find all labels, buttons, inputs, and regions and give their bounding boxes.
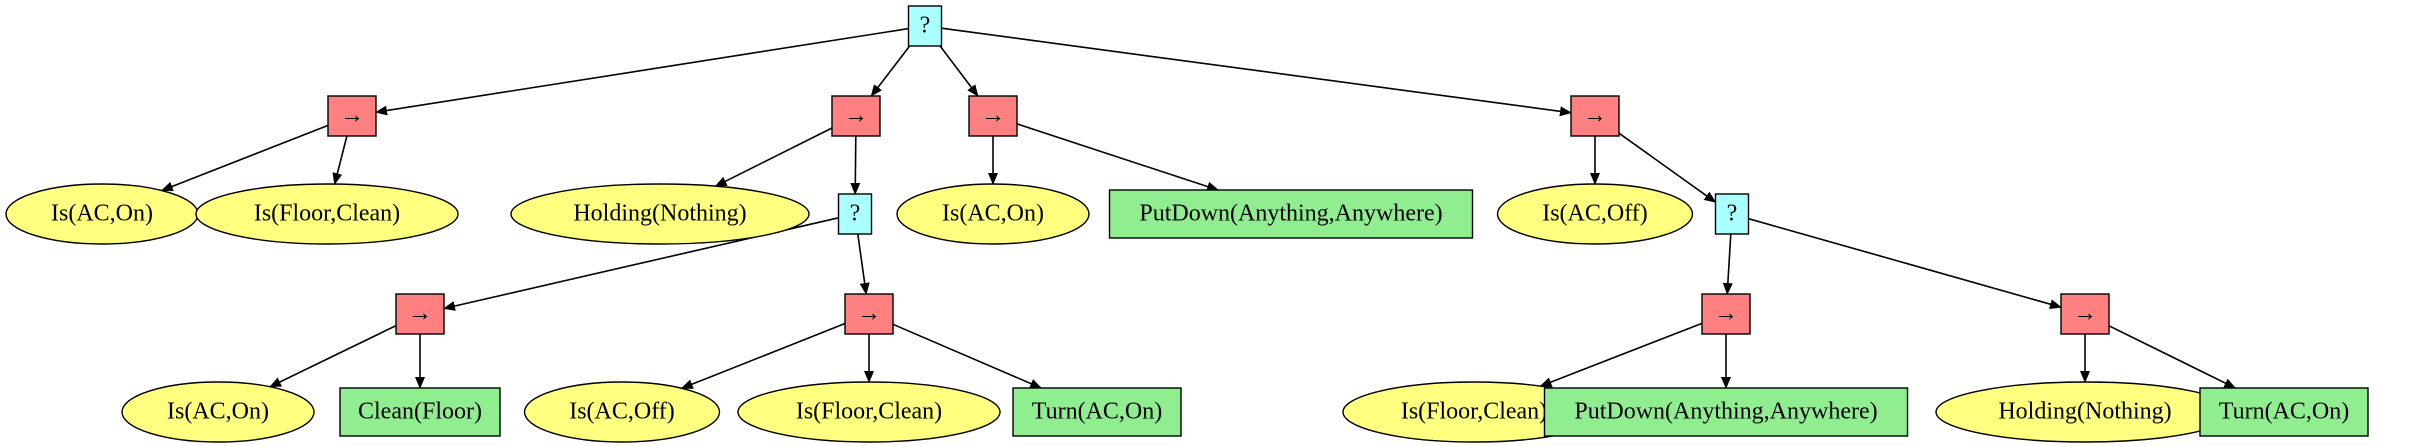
edge-seq2a-to-c4 <box>269 324 397 388</box>
condition-node: Is(Floor,Clean) <box>1342 381 1606 443</box>
condition-shape <box>510 183 810 245</box>
sequence-node: → <box>968 95 1018 137</box>
condition-node: Is(AC,Off) <box>523 381 721 443</box>
sequence-label: → <box>1714 301 1738 327</box>
sequence-node: → <box>1570 95 1620 137</box>
fallback-label: ? <box>1727 201 1738 227</box>
fallback-node: ? <box>907 5 943 47</box>
action-label: Turn(AC,On) <box>2219 399 2349 425</box>
condition-shape <box>195 183 459 245</box>
sequence-label: → <box>844 103 868 129</box>
action-label: PutDown(Anything,Anywhere) <box>1574 399 1877 425</box>
edge-seq4-to-fb4 <box>1618 132 1717 203</box>
edge-fb4-to-seq4a <box>1722 233 1733 295</box>
sequence-label: → <box>2073 301 2097 327</box>
action-node: Clean(Floor) <box>339 387 501 437</box>
sequence-node: → <box>395 293 445 335</box>
fallback-node: ? <box>837 193 873 235</box>
condition-shape <box>737 381 1001 443</box>
condition-node: Is(Floor,Clean) <box>737 381 1001 443</box>
condition-node: Is(AC,On) <box>896 183 1090 245</box>
edge-seq1-to-c1 <box>160 124 329 192</box>
sequence-label: → <box>340 103 364 129</box>
edge-seq2b-to-a2 <box>892 323 1043 389</box>
edge-seq2b-to-c5 <box>680 322 846 390</box>
action-shape <box>1543 387 1909 437</box>
condition-label: Is(AC,On) <box>942 201 1044 227</box>
action-node: PutDown(Anything,Anywhere) <box>1543 387 1909 437</box>
sequence-label: → <box>408 301 432 327</box>
fallback-label: ? <box>920 13 931 39</box>
sequence-node: → <box>831 95 881 137</box>
action-label: PutDown(Anything,Anywhere) <box>1139 201 1442 227</box>
sequence-label: → <box>857 301 881 327</box>
condition-label: Is(AC,On) <box>51 201 153 227</box>
edges-layer <box>160 27 2237 390</box>
action-label: Clean(Floor) <box>358 399 482 425</box>
edge-root-to-seq3 <box>939 45 979 97</box>
edge-seq1-to-c2 <box>332 135 348 186</box>
edge-fb2-to-seq2b <box>857 233 870 295</box>
fallback-node: ? <box>1714 193 1750 235</box>
condition-shape <box>896 183 1090 245</box>
edge-root-to-seq1 <box>375 27 909 116</box>
sequence-shape <box>395 293 445 335</box>
condition-label: Holding(Nothing) <box>1998 399 2171 425</box>
edge-root-to-seq4 <box>941 27 1572 117</box>
condition-shape <box>121 381 315 443</box>
condition-shape <box>523 381 721 443</box>
sequence-node: → <box>2060 293 2110 335</box>
condition-label: Is(AC,Off) <box>1542 201 1648 227</box>
fallback-shape <box>907 5 943 47</box>
action-shape <box>1108 189 1474 239</box>
condition-node: Is(AC,On) <box>121 381 315 443</box>
action-shape <box>1012 387 1182 437</box>
sequence-shape <box>327 95 377 137</box>
edge-seq3-to-a3 <box>1016 123 1219 192</box>
fallback-shape <box>837 193 873 235</box>
condition-node: Holding(Nothing) <box>1935 381 2235 443</box>
condition-label: Holding(Nothing) <box>573 201 746 227</box>
action-label: Turn(AC,On) <box>1032 399 1162 425</box>
edge-root-to-seq2 <box>870 45 911 97</box>
condition-node: Is(Floor,Clean) <box>195 183 459 245</box>
condition-node: Holding(Nothing) <box>510 183 810 245</box>
sequence-shape <box>2060 293 2110 335</box>
edge-seq4b-to-a5 <box>2108 325 2237 389</box>
condition-label: Is(AC,Off) <box>569 399 675 425</box>
action-shape <box>339 387 501 437</box>
condition-label: Is(AC,On) <box>167 399 269 425</box>
action-node: PutDown(Anything,Anywhere) <box>1108 189 1474 239</box>
sequence-label: → <box>1583 103 1607 129</box>
condition-label: Is(Floor,Clean) <box>796 399 942 425</box>
action-shape <box>2199 387 2369 437</box>
sequence-shape <box>1570 95 1620 137</box>
sequence-node: → <box>844 293 894 335</box>
action-node: Turn(AC,On) <box>2199 387 2369 437</box>
edge-seq2-to-fb2 <box>850 135 861 195</box>
nodes-layer: ? → Is(AC,On) Is(Floor,Clean) → Holding(Nothi… <box>5 5 2369 443</box>
condition-label: Is(Floor,Clean) <box>1401 399 1547 425</box>
edge-fb4-to-seq4b <box>1748 217 2062 310</box>
fallback-shape <box>1714 193 1750 235</box>
condition-label: Is(Floor,Clean) <box>254 201 400 227</box>
action-node: Turn(AC,On) <box>1012 387 1182 437</box>
sequence-node: → <box>1701 293 1751 335</box>
fallback-label: ? <box>850 201 861 227</box>
condition-shape <box>1496 183 1694 245</box>
sequence-shape <box>844 293 894 335</box>
sequence-label: → <box>981 103 1005 129</box>
sequence-shape <box>968 95 1018 137</box>
sequence-shape <box>1701 293 1751 335</box>
condition-node: Is(AC,On) <box>5 183 199 245</box>
edge-seq4a-to-c9 <box>1539 322 1703 387</box>
sequence-node: → <box>327 95 377 137</box>
edge-seq2-to-c3 <box>714 127 833 187</box>
condition-node: Is(AC,Off) <box>1496 183 1694 245</box>
sequence-shape <box>831 95 881 137</box>
